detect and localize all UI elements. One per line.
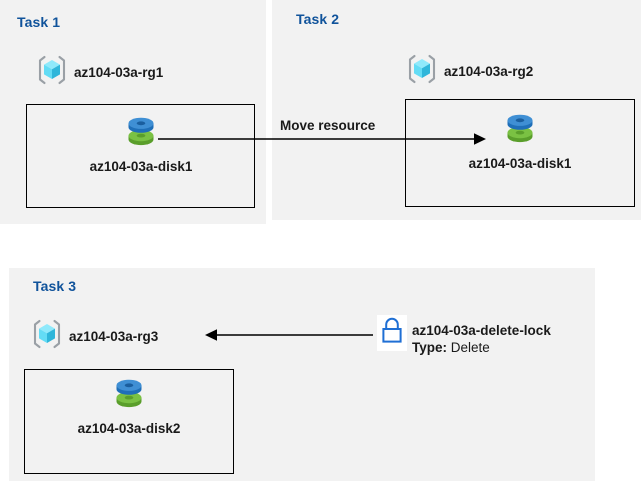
resource-group-icon bbox=[36, 54, 68, 91]
lock-icon-container bbox=[377, 315, 407, 351]
lock-link-arrow bbox=[205, 324, 373, 351]
resource-label-task3: az104-03a-disk2 bbox=[77, 421, 181, 436]
lock-name: az104-03a-delete-lock bbox=[412, 323, 551, 338]
resource-label-task1: az104-03a-disk1 bbox=[89, 159, 193, 174]
resource-group-icon bbox=[406, 53, 438, 90]
resource-task1: az104-03a-disk1 bbox=[74, 113, 208, 174]
task-title-task2: Task 2 bbox=[296, 11, 340, 27]
resource-group-task2: az104-03a-rg2 bbox=[406, 53, 533, 90]
task-title-task3: Task 3 bbox=[33, 278, 77, 294]
resource-group-label-task1: az104-03a-rg1 bbox=[74, 65, 164, 80]
resource-group-task3: az104-03a-rg3 bbox=[31, 318, 158, 355]
move-resource-arrow bbox=[158, 128, 488, 157]
task-title-task1: Task 1 bbox=[17, 14, 61, 30]
managed-disk-icon bbox=[500, 110, 540, 151]
managed-disk-icon bbox=[109, 375, 149, 416]
resource-task2: az104-03a-disk1 bbox=[453, 110, 587, 171]
lock-type-line: Type: Delete bbox=[412, 340, 551, 357]
resource-group-icon bbox=[31, 318, 63, 355]
resource-task3: az104-03a-disk2 bbox=[62, 375, 196, 436]
lock-icon bbox=[380, 316, 404, 351]
lock-type-value: Delete bbox=[450, 339, 490, 355]
managed-disk-icon bbox=[121, 113, 161, 154]
lock-type-key: Type: bbox=[412, 339, 448, 355]
resource-label-task2: az104-03a-disk1 bbox=[468, 156, 572, 171]
resource-group-label-task2: az104-03a-rg2 bbox=[444, 64, 534, 79]
resource-group-task1: az104-03a-rg1 bbox=[36, 54, 163, 91]
move-resource-label: Move resource bbox=[280, 118, 376, 133]
lock-details: az104-03a-delete-lock Type: Delete bbox=[412, 323, 551, 357]
resource-group-label-task3: az104-03a-rg3 bbox=[69, 329, 159, 344]
